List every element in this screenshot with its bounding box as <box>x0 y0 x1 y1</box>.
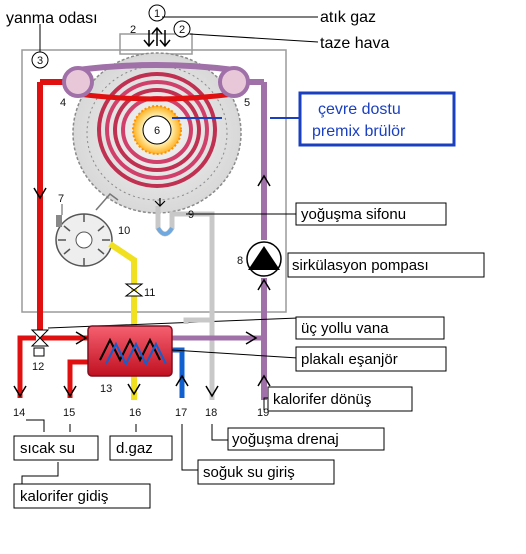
num-7: 7 <box>58 193 64 205</box>
num-2a: 2 <box>130 24 136 36</box>
label-cold-water-inlet: soğuk su giriş <box>203 464 295 481</box>
num-11: 11 <box>144 287 155 299</box>
label-condensate-siphon: yoğuşma sifonu <box>301 206 406 223</box>
label-burner-line1: çevre dostu <box>318 101 401 118</box>
boiler-casing <box>21 49 287 313</box>
num-6: 6 <box>154 125 160 137</box>
heat-exchanger-coil <box>97 72 217 188</box>
condensate-siphon <box>154 198 215 400</box>
gas-valve <box>124 283 144 297</box>
num-1: 1 <box>154 8 160 20</box>
num-13: 13 <box>100 383 112 395</box>
callout-boxes <box>13 91 485 509</box>
pipe-hot-water-15 <box>67 359 92 398</box>
marker-2b <box>173 20 191 38</box>
combustion-fan <box>55 192 119 267</box>
num-15: 15 <box>63 407 75 419</box>
label-combustion-chamber: yanma odası <box>6 10 98 27</box>
leader-fresh-air <box>189 33 319 43</box>
label-hot-water: sıcak su <box>20 440 75 457</box>
num-9: 9 <box>188 209 194 221</box>
label-condensate-drain: yoğuşma drenaj <box>232 431 339 448</box>
label-plate-exchanger: plakalı eşanjör <box>301 351 398 368</box>
marker-1 <box>148 4 166 22</box>
burner-flame <box>132 105 182 155</box>
num-17: 17 <box>175 407 187 419</box>
num-10: 10 <box>118 225 130 237</box>
circulation-pump <box>246 241 282 277</box>
three-way-valve <box>30 329 50 357</box>
num-12: 12 <box>32 361 44 373</box>
num-3: 3 <box>37 55 43 67</box>
manifold-pipes <box>40 62 264 102</box>
num-5: 5 <box>244 97 250 109</box>
plate-exchanger <box>87 325 173 377</box>
num-4: 4 <box>60 97 66 109</box>
label-radiator-flow: kalorifer gidiş <box>20 488 108 505</box>
flue-indicator <box>31 4 191 69</box>
pipe-outlet-14 <box>17 335 36 398</box>
label-fresh-air: taze hava <box>320 35 389 52</box>
label-burner-line2: premix brülör <box>312 123 406 140</box>
num-2b: 2 <box>179 24 185 36</box>
num-8: 8 <box>237 255 243 267</box>
num-18: 18 <box>205 407 217 419</box>
label-radiator-return: kalorifer dönüş <box>273 391 371 408</box>
label-three-way-valve: üç yollu vana <box>301 320 389 337</box>
label-exhaust-gas: atık gaz <box>320 9 376 26</box>
chamber-inner <box>86 65 228 201</box>
label-circulation-pump: sirkülasyon pompası <box>292 257 429 274</box>
num-19: 19 <box>257 407 269 419</box>
num-16: 16 <box>129 407 141 419</box>
num-14: 14 <box>13 407 25 419</box>
label-natural-gas: d.gaz <box>116 440 153 457</box>
